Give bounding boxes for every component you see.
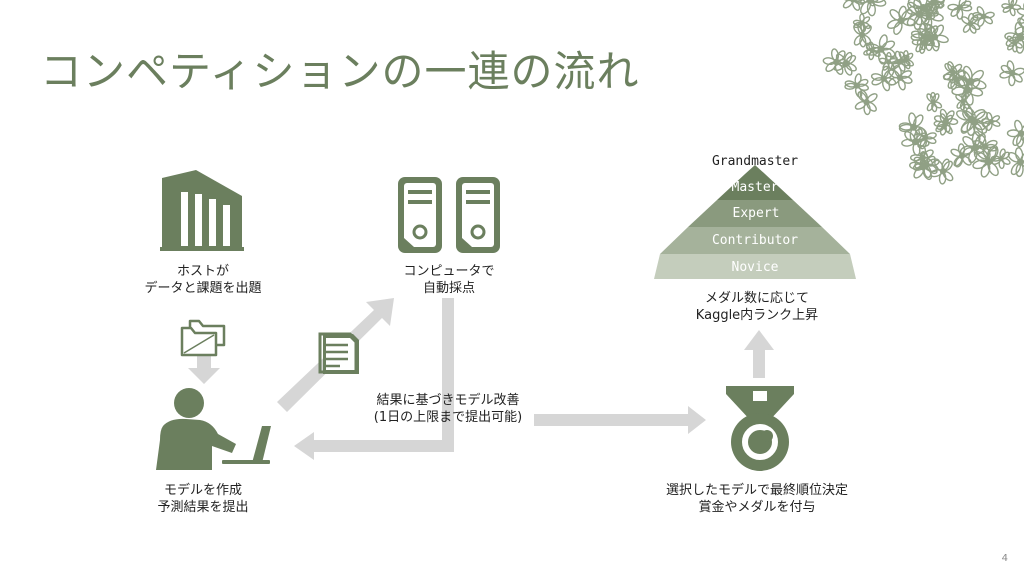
flower-center <box>966 77 975 86</box>
flower-petal <box>860 0 869 5</box>
flower-center <box>853 82 860 89</box>
flower-center <box>988 118 994 125</box>
flower-center <box>885 59 892 65</box>
flower-center <box>980 13 987 20</box>
medal-icon <box>726 386 794 471</box>
flower-center <box>998 155 1004 162</box>
flower-center <box>958 152 966 160</box>
flower-center <box>960 98 966 104</box>
pyramid-tier-novice <box>654 254 856 279</box>
person-laptop-icon <box>156 388 271 470</box>
page-number: 4 <box>1001 553 1008 564</box>
server-label: コンピュータで 自動採点 <box>403 264 495 296</box>
pyramid-label-expert: Expert <box>732 206 780 221</box>
flower-center <box>896 58 903 65</box>
flower-center <box>956 4 963 11</box>
host-label: ホストが データと課題を出題 <box>144 264 262 296</box>
flower-center <box>920 162 928 170</box>
flower-petal <box>1014 26 1024 35</box>
flower-center <box>920 40 926 46</box>
flower-center <box>930 99 936 105</box>
flower-center <box>842 60 849 67</box>
flower-center <box>943 117 950 124</box>
document-icon <box>318 332 359 374</box>
flower-center <box>896 74 904 81</box>
pyramid-label-contributor: Contributor <box>711 233 799 248</box>
pyramid-tier-expert <box>688 200 822 227</box>
flower-center <box>922 134 929 141</box>
files-icon <box>180 319 226 357</box>
flower-center <box>869 48 875 54</box>
flower-petal <box>871 0 887 3</box>
medal-label: 選択したモデルで最終順位決定 賞金やメダルを付与 <box>665 483 849 515</box>
flower-center <box>859 31 866 38</box>
participant-label: モデルを作成 予測結果を提出 <box>157 483 249 515</box>
flower-center <box>863 98 870 106</box>
flower-center <box>915 10 924 18</box>
flower-center <box>910 123 918 131</box>
ranking-label: メダル数に応じて Kaggle内ランク上昇 <box>695 291 819 323</box>
pyramid-label-novice: Novice <box>731 260 779 275</box>
flower-center <box>1016 158 1024 166</box>
flower-center <box>970 118 979 126</box>
flower-petal <box>867 0 875 7</box>
flower-center <box>1011 40 1017 46</box>
pyramid-tier-master <box>717 174 793 200</box>
pyramid-label-grandmaster: Grandmaster <box>711 154 799 169</box>
flower-center <box>880 75 887 82</box>
server-icon <box>398 177 500 253</box>
feedback-label: 結果に基づきモデル改善 (1日の上限まで提出可能) <box>373 393 523 425</box>
arrow-server-feedback <box>294 298 454 460</box>
flower-center <box>1009 69 1016 77</box>
building-icon <box>160 170 244 251</box>
slide-title: コンペティションの一連の流れ <box>40 47 640 96</box>
flower-center <box>939 167 947 175</box>
flower-petal <box>853 0 866 2</box>
ranking-pyramid <box>654 165 856 279</box>
flower-center <box>967 20 974 27</box>
flower-center <box>1008 3 1014 10</box>
flower-center <box>897 17 905 25</box>
flower-center <box>859 20 865 26</box>
flower-center <box>981 143 989 150</box>
arrow-host-to-participant <box>188 346 220 384</box>
arrow-to-medal <box>534 406 706 434</box>
flower-center <box>849 0 857 3</box>
pyramid-label-master: Master <box>731 180 779 195</box>
arrow-medal-to-pyramid <box>744 330 774 378</box>
pyramid-tier-contributor <box>660 227 850 254</box>
flower-petal <box>1017 17 1024 28</box>
